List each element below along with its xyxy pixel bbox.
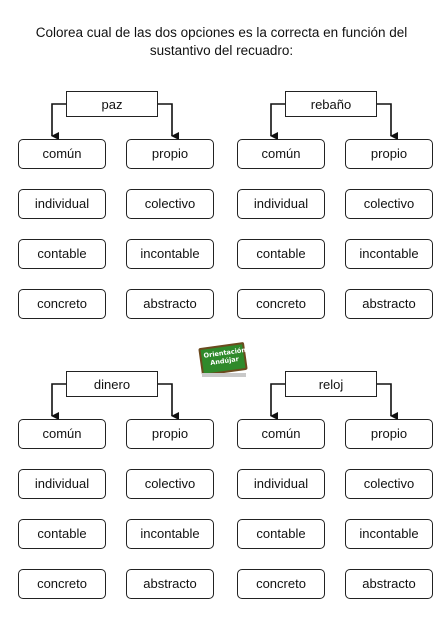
connector-arrows-icon <box>51 383 179 420</box>
option-abstracto[interactable]: abstracto <box>345 289 433 319</box>
option-individual[interactable]: individual <box>237 469 325 499</box>
option-incontable[interactable]: incontable <box>126 519 214 549</box>
option-abstracto[interactable]: abstracto <box>126 569 214 599</box>
option-concreto[interactable]: concreto <box>237 569 325 599</box>
noun-box: dinero <box>66 371 158 397</box>
connector-arrows-icon <box>51 103 179 140</box>
option-contable[interactable]: contable <box>237 519 325 549</box>
option-comun[interactable]: común <box>18 419 106 449</box>
board-stand-icon <box>202 373 246 377</box>
option-contable[interactable]: contable <box>18 239 106 269</box>
option-comun[interactable]: común <box>18 139 106 169</box>
exercise-block-4: reloj común propio individual colectivo … <box>237 368 442 599</box>
noun-box: paz <box>66 91 158 117</box>
option-colectivo[interactable]: colectivo <box>126 469 214 499</box>
option-propio[interactable]: propio <box>126 139 214 169</box>
exercise-block-1: paz común propio individual colectivo co… <box>18 88 223 319</box>
option-concreto[interactable]: concreto <box>18 289 106 319</box>
orientacion-andujar-logo: Orientación Andújar <box>198 341 248 379</box>
option-incontable[interactable]: incontable <box>345 239 433 269</box>
option-individual[interactable]: individual <box>18 469 106 499</box>
exercise-block-3: dinero común propio individual colectivo… <box>18 368 223 599</box>
option-comun[interactable]: común <box>237 139 325 169</box>
option-comun[interactable]: común <box>237 419 325 449</box>
noun-box: reloj <box>285 371 377 397</box>
option-concreto[interactable]: concreto <box>237 289 325 319</box>
option-propio[interactable]: propio <box>345 139 433 169</box>
option-abstracto[interactable]: abstracto <box>126 289 214 319</box>
noun-box: rebaño <box>285 91 377 117</box>
instruction-line-1: Colorea cual de las dos opciones es la c… <box>35 25 408 40</box>
option-individual[interactable]: individual <box>237 189 325 219</box>
connector-arrows-icon <box>270 383 398 420</box>
option-colectivo[interactable]: colectivo <box>126 189 214 219</box>
instruction-line-2: sustantivo del recuadro: <box>149 43 294 58</box>
option-contable[interactable]: contable <box>18 519 106 549</box>
connector-arrows-icon <box>270 103 398 140</box>
instruction-text: Colorea cual de las dos opciones es la c… <box>0 24 443 60</box>
exercise-block-2: rebaño común propio individual colectivo… <box>237 88 442 319</box>
option-contable[interactable]: contable <box>237 239 325 269</box>
option-concreto[interactable]: concreto <box>18 569 106 599</box>
option-individual[interactable]: individual <box>18 189 106 219</box>
option-propio[interactable]: propio <box>345 419 433 449</box>
option-incontable[interactable]: incontable <box>126 239 214 269</box>
option-colectivo[interactable]: colectivo <box>345 189 433 219</box>
option-abstracto[interactable]: abstracto <box>345 569 433 599</box>
option-propio[interactable]: propio <box>126 419 214 449</box>
option-incontable[interactable]: incontable <box>345 519 433 549</box>
option-colectivo[interactable]: colectivo <box>345 469 433 499</box>
